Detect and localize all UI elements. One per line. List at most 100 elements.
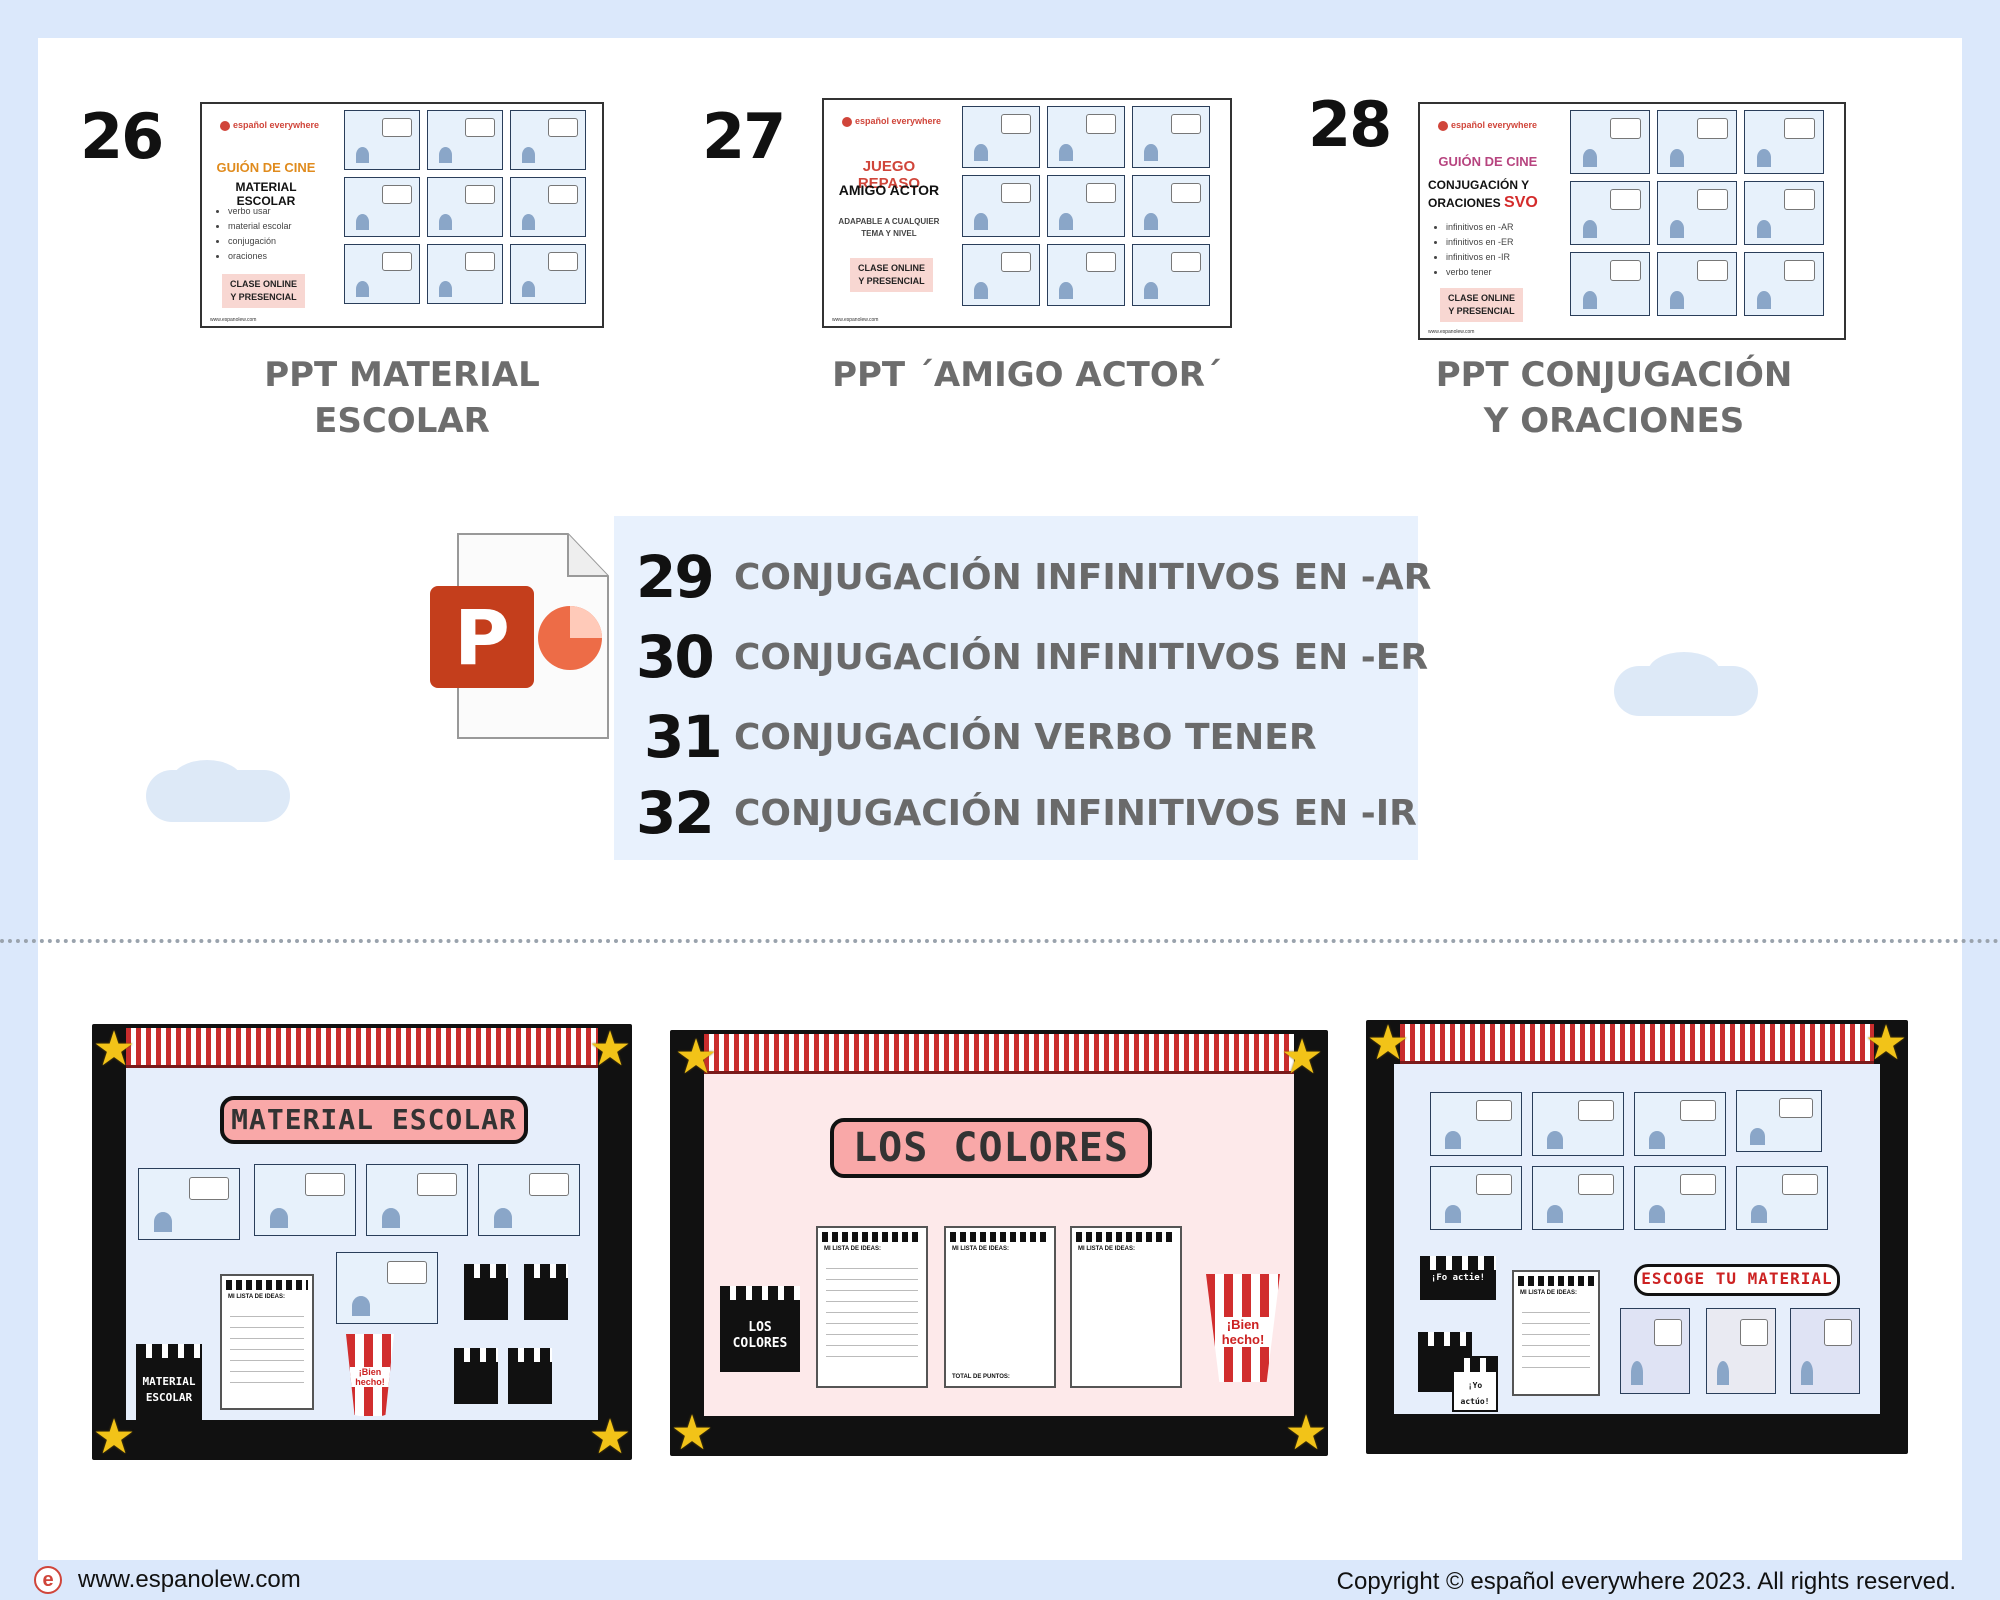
worksheet: MI LISTA DE IDEAS:: [1512, 1270, 1600, 1396]
slide-grid: [344, 110, 596, 304]
clapboard-label: MATERIAL ESCOLAR: [136, 1344, 202, 1424]
cloud-decoration: [172, 760, 242, 800]
board-title: LOS COLORES: [830, 1118, 1152, 1178]
slide-preview: [1430, 1092, 1522, 1156]
popcorn-border: [1400, 1024, 1874, 1064]
thumb-footer: www.espanolew.com: [210, 317, 257, 323]
material-card: [1790, 1308, 1860, 1394]
slide-preview: [1430, 1166, 1522, 1230]
slide-preview: [962, 244, 1040, 306]
thumb-subtitle: MATERIAL ESCOLAR: [235, 180, 297, 208]
slide-preview: [1570, 252, 1650, 316]
slide-preview: [336, 1252, 438, 1324]
item-number-26: 26: [80, 100, 164, 173]
slide-preview: [478, 1164, 580, 1236]
list-item[interactable]: 30 CONJUGACIÓN INFINITIVOS EN -ER: [614, 622, 1428, 692]
slide-preview: [1570, 110, 1650, 174]
star-icon: ★: [670, 1407, 714, 1460]
ppt-letter: P: [454, 593, 510, 682]
bulletin-board-material-escolar[interactable]: ★ ★ ★ ★ MATERIAL ESCOLAR MI LISTA DE IDE…: [92, 1023, 632, 1464]
thumb-bullets: infinitivos en -AR infinitivos en -ER in…: [1436, 220, 1514, 280]
list-number: 30: [636, 623, 715, 691]
clapboard-label: LOS COLORES: [720, 1286, 800, 1372]
list-item[interactable]: 31 CONJUGACIÓN VERBO TENER: [614, 702, 1418, 772]
slide-preview: [1532, 1166, 1624, 1230]
slide-preview: [962, 175, 1040, 237]
slide-preview: [962, 106, 1040, 168]
slide-grid: [1570, 110, 1838, 316]
slide-preview: [1744, 252, 1824, 316]
slide-preview: [1132, 175, 1210, 237]
slide-preview: [1132, 244, 1210, 306]
bullet: conjugación: [228, 234, 292, 249]
slide-preview: [427, 177, 503, 237]
list-text: CONJUGACIÓN INFINITIVOS EN -AR: [734, 557, 1432, 598]
thumbnail-conjugacion-oraciones[interactable]: español everywhere GUIÓN DE CINE CONJUGA…: [1418, 102, 1846, 340]
clapboard-label: ¡Yo actúo!: [1452, 1356, 1498, 1412]
list-text: CONJUGACIÓN INFINITIVOS EN -IR: [734, 793, 1417, 834]
caption-amigo-actor: PPT ´AMIGO ACTOR´: [832, 355, 1222, 395]
bulletin-board-amigo-actor[interactable]: ★ ★ ESCOGE TU MATERIAL MI LISTA DE IDEAS…: [1366, 1020, 1908, 1454]
mini-clapboard: [524, 1264, 568, 1320]
brand-logo-icon: e: [34, 1566, 62, 1594]
slide-preview: [344, 110, 420, 170]
popcorn-border: [704, 1034, 1294, 1074]
slide-preview: [1047, 244, 1125, 306]
slide-preview: [1570, 181, 1650, 245]
slide-preview: [366, 1164, 468, 1236]
copyright-text: Copyright © español everywhere 2023. All…: [1336, 1568, 1956, 1595]
worksheet: MI LISTA DE IDEAS:: [220, 1274, 314, 1410]
slide-preview: [1634, 1166, 1726, 1230]
list-text: CONJUGACIÓN VERBO TENER: [734, 717, 1317, 758]
slide-preview: [427, 110, 503, 170]
slide-preview: [138, 1168, 240, 1240]
slide-preview: [344, 177, 420, 237]
material-card: [1620, 1308, 1690, 1394]
slide-preview: [254, 1164, 356, 1236]
star-icon: ★: [92, 1411, 136, 1464]
cloud-decoration: [1648, 652, 1720, 692]
dotted-divider: [0, 939, 2000, 943]
slide-preview: [510, 177, 586, 237]
bullet: material escolar: [228, 219, 292, 234]
thumb-title: GUIÓN DE CINE: [1438, 154, 1538, 169]
board-title: ESCOGE TU MATERIAL: [1634, 1264, 1840, 1296]
star-icon: ★: [588, 1023, 632, 1076]
item-number-27: 27: [702, 100, 786, 173]
list-number: 32: [636, 779, 715, 847]
thumbnail-material-escolar[interactable]: español everywhere GUIÓN DE CINE MATERIA…: [200, 102, 604, 328]
thumb-subtitle: CONJUGACIÓN Y ORACIONES SVO: [1428, 178, 1538, 211]
slide-preview: [1736, 1090, 1822, 1152]
worksheet: MI LISTA DE IDEAS:: [816, 1226, 928, 1388]
footer: e www.espanolew.com Copyright © español …: [0, 1560, 2000, 1600]
slide-preview: [1736, 1166, 1828, 1230]
star-icon: ★: [674, 1031, 718, 1084]
bullet: infinitivos en -IR: [1446, 250, 1514, 265]
list-item[interactable]: 29 CONJUGACIÓN INFINITIVOS EN -AR: [614, 542, 1431, 612]
slide-preview: [1634, 1092, 1726, 1156]
star-icon: ★: [588, 1411, 632, 1464]
list-number: 31: [644, 703, 723, 771]
list-text: CONJUGACIÓN INFINITIVOS EN -ER: [734, 637, 1429, 678]
slide-preview: [1657, 181, 1737, 245]
worksheet: MI LISTA DE IDEAS:: [1070, 1226, 1182, 1388]
bulletin-board-los-colores[interactable]: ★ ★ ★ ★ LOS COLORES MI LISTA DE IDEAS: M…: [670, 1030, 1328, 1460]
thumbnail-amigo-actor[interactable]: español everywhere JUEGO REPASO AMIGO AC…: [822, 98, 1232, 328]
bullet: oraciones: [228, 249, 292, 264]
list-item[interactable]: 32 CONJUGACIÓN INFINITIVOS EN -IR: [614, 778, 1418, 848]
mini-clapboard: [508, 1348, 552, 1404]
conjugation-list: 29 CONJUGACIÓN INFINITIVOS EN -AR 30 CON…: [614, 516, 1431, 860]
slide-preview: [510, 110, 586, 170]
star-icon: ★: [92, 1023, 136, 1076]
slide-preview: [510, 244, 586, 304]
bullet: verbo tener: [1446, 265, 1514, 280]
svo-label: SVO: [1504, 194, 1538, 211]
material-card: [1706, 1308, 1776, 1394]
slide-preview: [344, 244, 420, 304]
thumb-footer: www.espanolew.com: [1428, 329, 1475, 335]
list-number: 29: [636, 543, 715, 611]
website-link[interactable]: www.espanolew.com: [78, 1566, 301, 1593]
